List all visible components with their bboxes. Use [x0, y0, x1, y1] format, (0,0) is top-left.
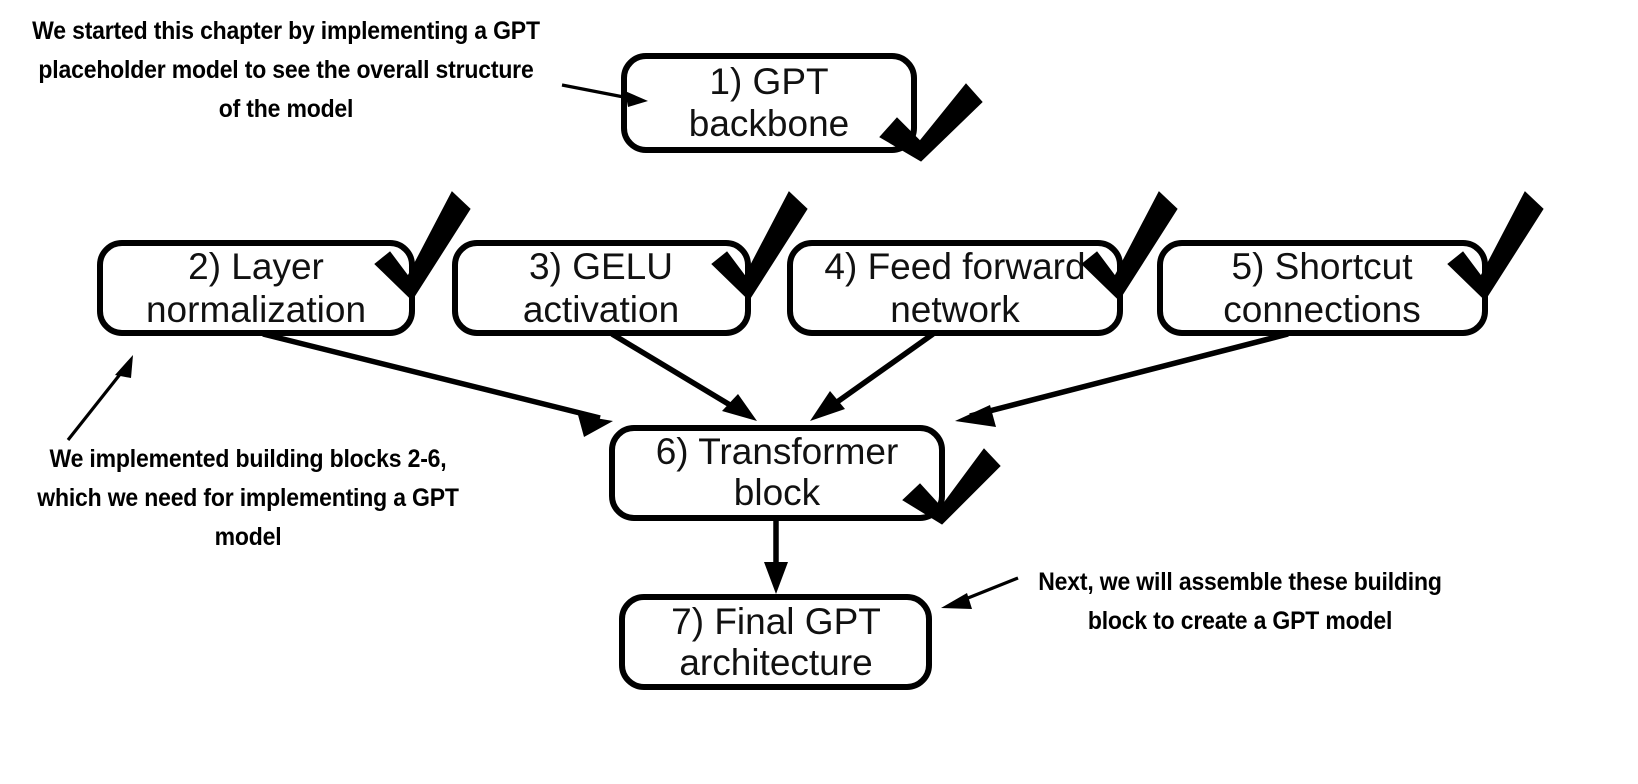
node-gpt-backbone-line1: 1) GPT: [709, 61, 828, 102]
checkmark-feed-forward-network: [1081, 191, 1178, 301]
node-gpt-backbone-rect[interactable]: [621, 53, 917, 153]
node-gpt-backbone[interactable]: 1) GPT backbone: [621, 53, 917, 153]
node-transformer-block-rect[interactable]: [609, 425, 945, 521]
checkmark-gelu-activation: [711, 191, 808, 301]
leader-line-bottom-right-annotation: [941, 576, 1019, 609]
checkmark-gpt-backbone: [879, 83, 983, 162]
node-gelu-activation-line2: activation: [523, 289, 679, 330]
annotation-mid-left: We implemented building blocks 2-6, whic…: [37, 445, 459, 551]
checkmark-layer-normalization: [374, 191, 471, 301]
node-transformer-block-line2: block: [734, 472, 821, 513]
node-final-gpt-architecture-line2: architecture: [679, 642, 872, 683]
leader-line-mid-left-annotation: [66, 355, 133, 441]
node-final-gpt-architecture-rect[interactable]: [619, 594, 932, 690]
node-feed-forward-network-line1: 4) Feed forward: [824, 246, 1085, 287]
node-final-gpt-architecture[interactable]: 7) Final GPT architecture: [619, 594, 932, 690]
node-gelu-activation[interactable]: 3) GELU activation: [452, 240, 751, 336]
leader-line-top-left-annotation: [561, 83, 648, 107]
node-layer-normalization-line2: normalization: [146, 289, 366, 330]
arrow-gelu-activation-to-transformer-block: [610, 331, 757, 421]
node-shortcut-connections-line2: connections: [1223, 289, 1420, 330]
checkmark-shortcut-connections: [1447, 191, 1544, 301]
arrow-transformer-block-to-final-gpt-architecture: [764, 520, 788, 594]
node-transformer-block-line1: 6) Transformer: [656, 431, 899, 472]
node-shortcut-connections-line1: 5) Shortcut: [1232, 246, 1414, 287]
checkmark-transformer-block: [902, 448, 1001, 525]
node-gelu-activation-line1: 3) GELU: [529, 246, 673, 287]
node-shortcut-connections[interactable]: 5) Shortcut connections: [1157, 240, 1488, 336]
annotation-bottom-right: Next, we will assemble these building bl…: [1038, 568, 1442, 635]
node-feed-forward-network-line2: network: [890, 289, 1020, 330]
node-layer-normalization[interactable]: 2) Layer normalization: [97, 240, 415, 336]
arrow-feed-forward-network-to-transformer-block: [810, 331, 935, 421]
arrow-layer-normalization-to-transformer-block: [262, 331, 613, 437]
node-transformer-block[interactable]: 6) Transformer block: [609, 425, 945, 521]
arrow-shortcut-connections-to-transformer-block: [955, 331, 1289, 427]
node-layer-normalization-line1: 2) Layer: [188, 246, 324, 287]
node-gpt-backbone-line2: backbone: [689, 103, 849, 144]
annotation-top-left: We started this chapter by implementing …: [32, 17, 540, 123]
node-feed-forward-network[interactable]: 4) Feed forward network: [787, 240, 1123, 336]
node-final-gpt-architecture-line1: 7) Final GPT: [671, 601, 881, 642]
